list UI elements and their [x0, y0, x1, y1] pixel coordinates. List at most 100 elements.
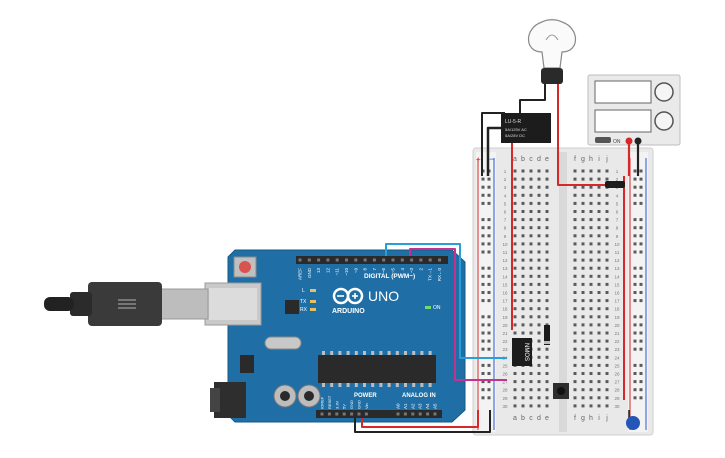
breadboard-hole[interactable]: [597, 291, 601, 294]
digital-pin[interactable]: [317, 258, 321, 262]
rail-hole[interactable]: [639, 177, 643, 181]
breadboard-hole[interactable]: [589, 315, 593, 319]
breadboard-hole[interactable]: [521, 201, 525, 205]
rail-hole[interactable]: [481, 291, 485, 294]
breadboard-hole[interactable]: [521, 266, 525, 270]
breadboard-hole[interactable]: [513, 307, 517, 311]
rail-hole[interactable]: [633, 339, 637, 343]
rail-hole[interactable]: [481, 315, 485, 319]
breadboard-hole[interactable]: [545, 307, 549, 311]
breadboard-hole[interactable]: [537, 363, 541, 367]
rail-hole[interactable]: [639, 193, 643, 197]
breadboard-hole[interactable]: [589, 177, 593, 181]
breadboard-hole[interactable]: [545, 226, 549, 230]
breadboard-hole[interactable]: [529, 201, 533, 205]
breadboard-hole[interactable]: [581, 299, 585, 303]
breadboard-hole[interactable]: [545, 299, 549, 303]
breadboard-hole[interactable]: [529, 315, 533, 319]
breadboard-hole[interactable]: [597, 363, 601, 367]
breadboard-hole[interactable]: [573, 380, 577, 384]
rail-hole[interactable]: [639, 226, 643, 230]
digital-pin[interactable]: [391, 258, 395, 262]
breadboard-hole[interactable]: [605, 307, 609, 311]
breadboard-hole[interactable]: [545, 291, 549, 294]
breadboard-hole[interactable]: [589, 363, 593, 367]
rail-hole[interactable]: [481, 339, 485, 343]
breadboard-hole[interactable]: [573, 185, 577, 189]
rail-hole[interactable]: [481, 363, 485, 367]
power-pin[interactable]: [327, 412, 331, 416]
breadboard-hole[interactable]: [545, 347, 549, 351]
breadboard-hole[interactable]: [521, 169, 525, 173]
breadboard-hole[interactable]: [589, 218, 593, 222]
breadboard-hole[interactable]: [529, 169, 533, 173]
breadboard-hole[interactable]: [573, 177, 577, 181]
breadboard-hole[interactable]: [513, 258, 517, 262]
breadboard-hole[interactable]: [545, 234, 549, 238]
breadboard-hole[interactable]: [573, 274, 577, 278]
breadboard-hole[interactable]: [605, 250, 609, 254]
breadboard-hole[interactable]: [529, 323, 533, 327]
breadboard-hole[interactable]: [545, 315, 549, 319]
breadboard-hole[interactable]: [529, 274, 533, 278]
breadboard-hole[interactable]: [537, 177, 541, 181]
breadboard-hole[interactable]: [589, 234, 593, 238]
breadboard-hole[interactable]: [529, 242, 533, 246]
breadboard-hole[interactable]: [597, 242, 601, 246]
breadboard-hole[interactable]: [521, 372, 525, 375]
rail-hole[interactable]: [639, 388, 643, 392]
breadboard-hole[interactable]: [529, 282, 533, 286]
breadboard-hole[interactable]: [573, 307, 577, 311]
breadboard-hole[interactable]: [573, 315, 577, 319]
breadboard-hole[interactable]: [513, 331, 517, 335]
breadboard-hole[interactable]: [605, 372, 609, 375]
breadboard-hole[interactable]: [597, 372, 601, 375]
digital-pin[interactable]: [382, 258, 386, 262]
breadboard-hole[interactable]: [545, 177, 549, 181]
breadboard-hole[interactable]: [513, 282, 517, 286]
rail-hole[interactable]: [487, 388, 491, 392]
rail-hole[interactable]: [633, 380, 637, 384]
rail-hole[interactable]: [633, 234, 637, 238]
rail-hole[interactable]: [633, 169, 637, 173]
breadboard-hole[interactable]: [513, 226, 517, 230]
breadboard-hole[interactable]: [513, 234, 517, 238]
breadboard-hole[interactable]: [605, 299, 609, 303]
breadboard-hole[interactable]: [521, 299, 525, 303]
rail-hole[interactable]: [481, 388, 485, 392]
breadboard-hole[interactable]: [605, 339, 609, 343]
breadboard-hole[interactable]: [597, 201, 601, 205]
breadboard-hole[interactable]: [605, 274, 609, 278]
breadboard-hole[interactable]: [513, 299, 517, 303]
rail-hole[interactable]: [481, 234, 485, 238]
breadboard-hole[interactable]: [513, 380, 517, 384]
digital-pin[interactable]: [363, 258, 367, 262]
breadboard-hole[interactable]: [589, 193, 593, 197]
breadboard-hole[interactable]: [597, 323, 601, 327]
breadboard-hole[interactable]: [573, 266, 577, 270]
breadboard-hole[interactable]: [581, 291, 585, 294]
breadboard-hole[interactable]: [513, 242, 517, 246]
breadboard-hole[interactable]: [605, 363, 609, 367]
rail-hole[interactable]: [639, 185, 643, 189]
breadboard-hole[interactable]: [581, 218, 585, 222]
breadboard-hole[interactable]: [597, 218, 601, 222]
breadboard-hole[interactable]: [581, 372, 585, 375]
breadboard-hole[interactable]: [529, 185, 533, 189]
breadboard-hole[interactable]: [597, 339, 601, 343]
digital-pin[interactable]: [438, 258, 441, 262]
rail-hole[interactable]: [633, 250, 637, 254]
breadboard-hole[interactable]: [605, 193, 609, 197]
breadboard-hole[interactable]: [545, 274, 549, 278]
breadboard-hole[interactable]: [573, 210, 577, 213]
breadboard-hole[interactable]: [573, 234, 577, 238]
digital-pin[interactable]: [354, 258, 358, 262]
breadboard-hole[interactable]: [529, 307, 533, 311]
breadboard-hole[interactable]: [589, 380, 593, 384]
rail-hole[interactable]: [633, 347, 637, 351]
breadboard-hole[interactable]: [537, 266, 541, 270]
breadboard-hole[interactable]: [589, 185, 593, 189]
rail-hole[interactable]: [487, 201, 491, 205]
breadboard-hole[interactable]: [513, 185, 517, 189]
power-pin[interactable]: [342, 412, 346, 416]
